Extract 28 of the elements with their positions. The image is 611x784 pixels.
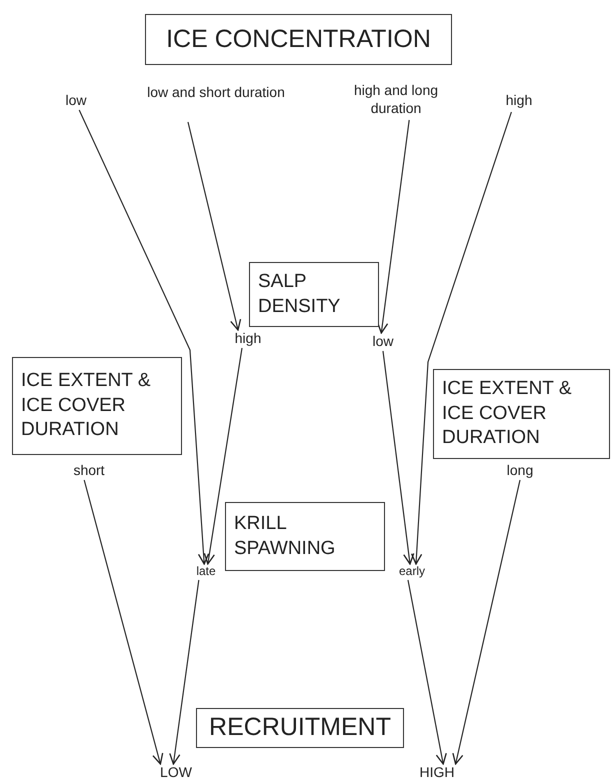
- node-label: HIGH: [406, 764, 468, 782]
- node-label: high: [500, 92, 538, 112]
- node-label: low: [60, 92, 92, 110]
- arrow: [377, 120, 410, 334]
- arrow: [187, 122, 242, 331]
- process-box: ICE CONCENTRATION: [145, 14, 452, 65]
- arrow: [84, 480, 164, 765]
- process-box: ICE EXTENT & ICE COVER DURATION: [12, 357, 182, 455]
- node-label: early: [392, 564, 432, 580]
- process-box: SALP DENSITY: [249, 262, 379, 327]
- node-label: LOW: [150, 764, 202, 782]
- arrow: [78, 110, 210, 565]
- arrow: [410, 112, 512, 565]
- arrow: [452, 480, 521, 765]
- node-label: late: [188, 564, 224, 580]
- node-label: short: [65, 462, 113, 480]
- arrow: [169, 580, 200, 765]
- node-label: high and long duration: [330, 82, 462, 120]
- arrow: [407, 580, 447, 765]
- node-label: long: [500, 462, 540, 480]
- node-label: low and short duration: [146, 84, 286, 122]
- node-label: low: [366, 333, 400, 351]
- arrow: [382, 350, 414, 565]
- process-box: RECRUITMENT: [196, 708, 404, 748]
- process-box: ICE EXTENT & ICE COVER DURATION: [433, 369, 610, 459]
- node-label: high: [228, 330, 268, 348]
- process-box: KRILL SPAWNING: [225, 502, 385, 571]
- arrow: [204, 348, 243, 565]
